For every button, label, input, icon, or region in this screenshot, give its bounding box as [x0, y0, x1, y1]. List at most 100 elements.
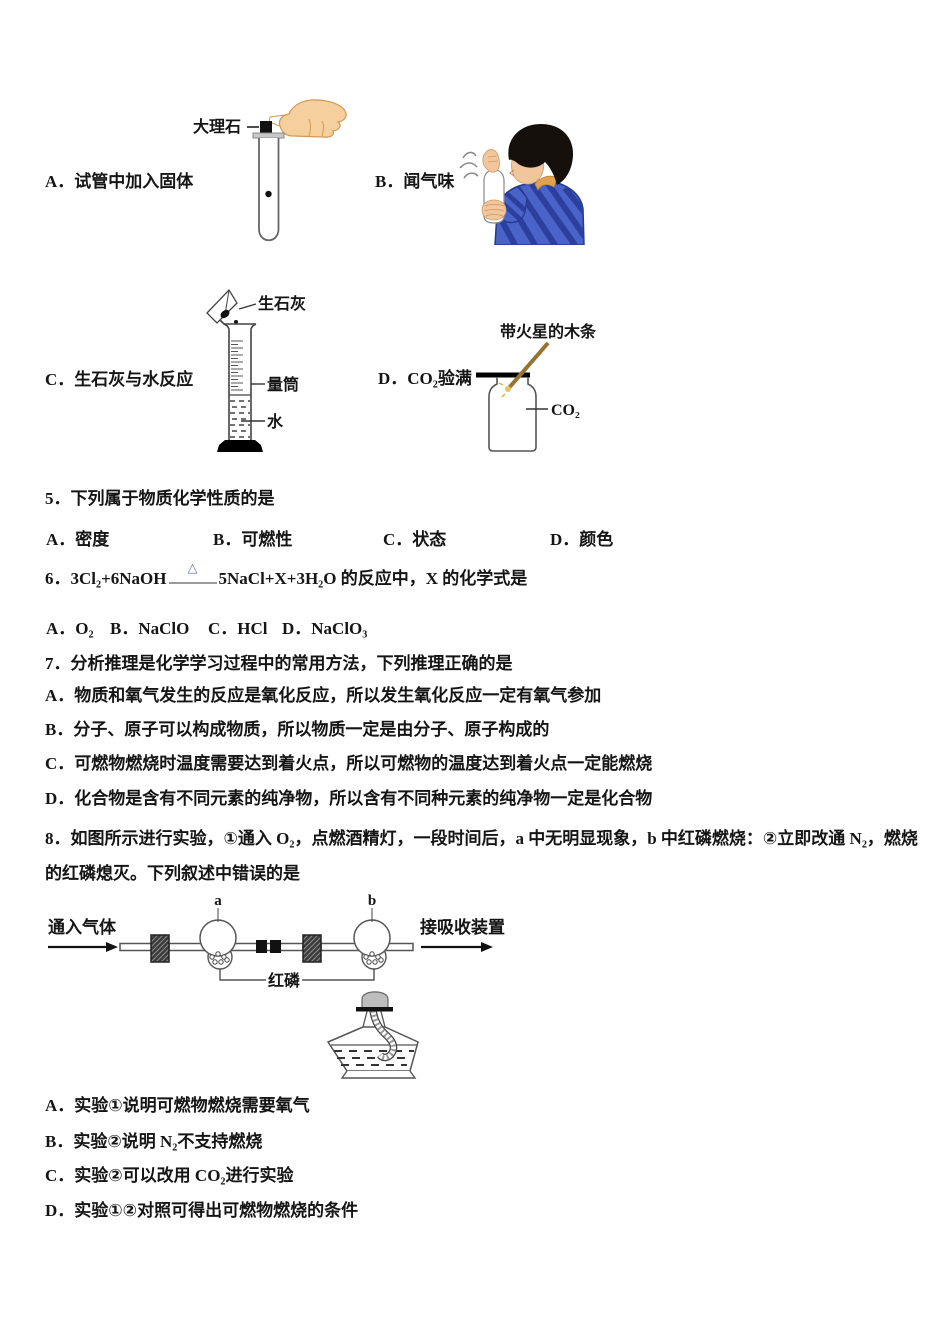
boy-smelling-illustration — [459, 124, 585, 245]
leader-line — [238, 303, 257, 310]
bulb-a — [199, 919, 237, 957]
spark-icon — [505, 386, 511, 392]
cylinder-label: 量筒 — [267, 375, 299, 394]
solid-dot — [265, 190, 272, 198]
option-text: 试管中加入固体 — [74, 172, 194, 191]
equation-right: 5NaCl+X+3H₂O — [218, 569, 337, 588]
hair — [508, 124, 574, 185]
middle-tube — [168, 942, 304, 952]
question-number: 8． — [45, 829, 71, 848]
cylinder-body — [219, 319, 257, 440]
wooden-splint — [506, 341, 550, 391]
option-text: 闻气味 — [403, 172, 455, 191]
q6-option-d: D．NaClO₃ — [282, 619, 368, 638]
lamp-foot — [340, 1070, 417, 1079]
option-letter: D． — [378, 369, 408, 388]
question-number: 5． — [45, 489, 71, 508]
q5-option-d: D．颜色 — [550, 530, 614, 549]
q8-option-c: C．实验②可以改用 CO₂进行实验 — [45, 1166, 294, 1185]
lamp-wick — [368, 996, 398, 1062]
q7-option-b: B．分子、原子可以构成物质，所以物质一定是由分子、原子构成的 — [45, 720, 550, 739]
q6-option-c: C．HCl — [208, 619, 268, 638]
q6-option-a: A．O₂ — [46, 619, 94, 638]
lower-hand — [481, 199, 507, 221]
q5-option-c: C．状态 — [383, 530, 447, 549]
q4-option-d: D．CO₂验满 — [378, 368, 472, 390]
water-dashes — [230, 400, 250, 438]
outlet-label: 接吸收装置 — [420, 917, 505, 937]
inlet-arrowhead-icon — [106, 942, 118, 952]
q5-option-a: A．密度 — [46, 530, 110, 549]
lamp-collar — [356, 1007, 393, 1012]
option-letter: C． — [45, 370, 75, 389]
q8-option-b: B．实验②说明 N₂不支持燃烧 — [45, 1132, 263, 1151]
q4-option-c: C．生石灰与水反应 — [45, 369, 193, 391]
q8-stem: 8．如图所示进行实验，①通入 O₂，点燃酒精灯，一段时间后，a 中无明显现象，b… — [45, 829, 918, 883]
q8-option-d: D．实验①②对照可得出可燃物燃烧的条件 — [45, 1201, 359, 1220]
q4-option-a: A．试管中加入固体 — [45, 171, 193, 193]
lamp-cap — [361, 991, 389, 1009]
q5-stem: 5．下列属于物质化学性质的是 — [45, 489, 275, 508]
waft-lines-icon — [459, 151, 479, 179]
test-tube — [258, 138, 280, 242]
tube-clamp-1 — [256, 940, 267, 953]
gas-bottle-diagram: 带火星的木条 CO₂ — [476, 322, 597, 452]
alcohol-dashes — [334, 1050, 414, 1066]
phosphorus-granules-a — [209, 951, 230, 965]
hand-illustration — [278, 99, 347, 138]
option-letter: B． — [375, 172, 404, 191]
spark-rays — [498, 382, 506, 398]
falling-piece — [234, 320, 238, 324]
gas-bottle — [488, 377, 537, 452]
lamp-neck — [362, 1011, 386, 1028]
upper-hand — [482, 149, 500, 173]
phosphorus-bracket — [219, 969, 375, 981]
q7-option-a: A．物质和氧气发生的反应是氧化反应，所以发生氧化反应一定有氧气参加 — [45, 686, 602, 705]
marble-piece — [260, 121, 272, 133]
inlet-tube — [119, 942, 153, 952]
cylinder-base — [217, 440, 263, 452]
q5-option-b: B．可燃性 — [213, 530, 293, 549]
phosphorus-label: 红磷 — [268, 971, 301, 990]
scoop-label: 生石灰 — [258, 294, 306, 313]
bulb-a-label: a — [214, 893, 222, 909]
option-letter: A． — [45, 172, 75, 191]
quicklime-piece — [220, 309, 230, 319]
q7-option-c: C．可燃物燃烧时温度需要达到着火点，所以可燃物的温度达到着火点一定能燃烧 — [45, 754, 653, 773]
q4-option-b: B．闻气味 — [375, 171, 454, 193]
q7-option-d: D．化合物是含有不同元素的纯净物，所以含有不同种元素的纯净物一定是化合物 — [45, 789, 653, 808]
alcohol-lamp — [326, 991, 419, 1079]
graduation-marks — [231, 340, 243, 391]
test-tube-rim — [252, 132, 285, 139]
splint-label: 带火星的木条 — [500, 322, 597, 341]
collar — [534, 175, 558, 191]
reaction-condition-line: △ — [168, 560, 217, 584]
option-text: 生石灰与水反应 — [74, 370, 194, 389]
graduated-cylinder-diagram: 生石灰 量筒 水 — [206, 288, 306, 452]
option-text: CO₂验满 — [407, 369, 472, 388]
marble-label: 大理石 — [193, 117, 241, 136]
gas-label: CO₂ — [551, 402, 580, 419]
delta-heat-icon: △ — [187, 560, 198, 575]
phosphorus-granules-b — [363, 951, 384, 965]
tube-clamp-2 — [270, 940, 281, 953]
paper-scoop — [206, 288, 238, 324]
lower-hand-fingers — [484, 204, 505, 217]
rubber-stopper-a — [150, 934, 170, 963]
q6-stem: 6．3Cl₂+6NaOH△5NaCl+X+3H₂O 的反应中，X 的化学式是 — [45, 560, 527, 590]
outlet-arrowhead-icon — [481, 942, 493, 952]
bulb-b-label: b — [368, 893, 376, 909]
q7-stem: 7．分析推理是化学学习过程中的常用方法，下列推理正确的是 — [45, 654, 513, 673]
nose — [509, 169, 515, 177]
q8-option-a: A．实验①说明可燃物燃烧需要氧气 — [45, 1096, 310, 1115]
q6-option-b: B．NaClO — [110, 619, 190, 638]
hand-fingers — [268, 114, 324, 137]
bulb-b — [353, 919, 391, 957]
upper-hand-fingers — [487, 155, 499, 163]
apparatus-diagram: 通入气体 a b 接吸收装置 红磷 — [48, 893, 505, 1079]
rubber-stopper-b — [302, 934, 322, 963]
test-tube-diagram: 大理石 — [193, 99, 347, 242]
equation-left: 3Cl₂+6NaOH — [70, 569, 167, 588]
question-number: 7． — [45, 654, 71, 673]
